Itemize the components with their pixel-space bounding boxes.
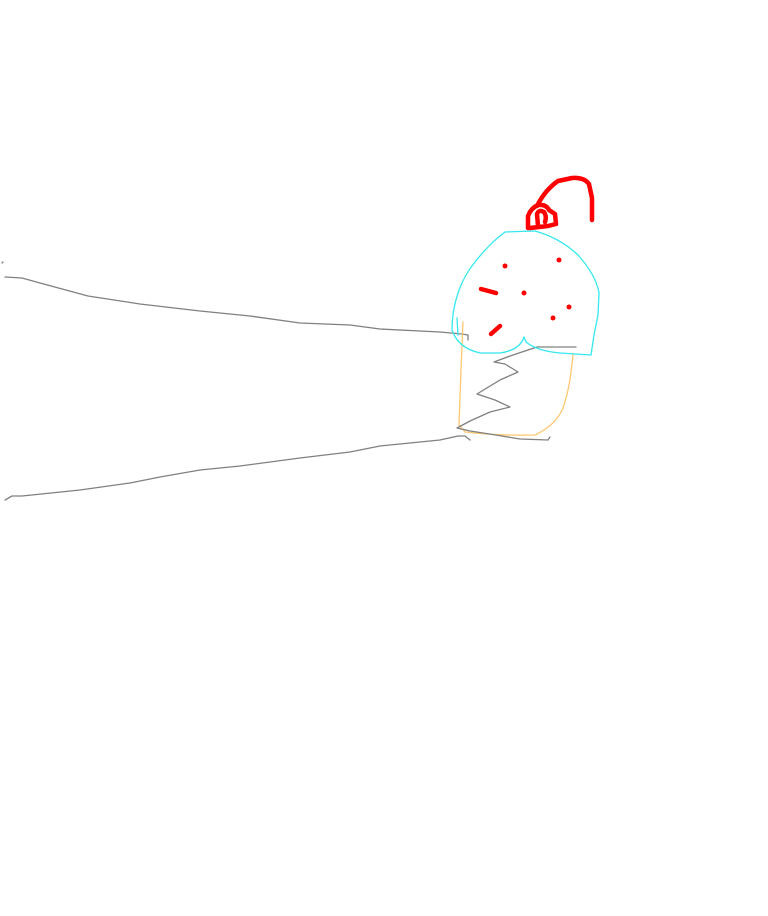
cherry [525, 175, 595, 231]
sprinkle-line [478, 286, 499, 296]
sprinkles [478, 257, 572, 337]
cherry-stem [534, 175, 595, 223]
cherry-body [525, 202, 559, 231]
arm-stray-mark [1, 261, 4, 264]
frosting-outline [451, 230, 600, 356]
sprinkle-dot [550, 315, 556, 321]
arm-upper-line [4, 276, 469, 341]
sprinkle-dot [502, 263, 508, 269]
cone-outline [458, 321, 574, 436]
sprinkle-dot [556, 257, 562, 263]
sprinkle-dot [566, 304, 572, 310]
cone-zigzag [456, 346, 577, 441]
sprinkle-line [488, 323, 503, 337]
arm-lower-line [4, 435, 471, 501]
sprinkle-dot [521, 290, 527, 296]
arm [1, 261, 471, 501]
